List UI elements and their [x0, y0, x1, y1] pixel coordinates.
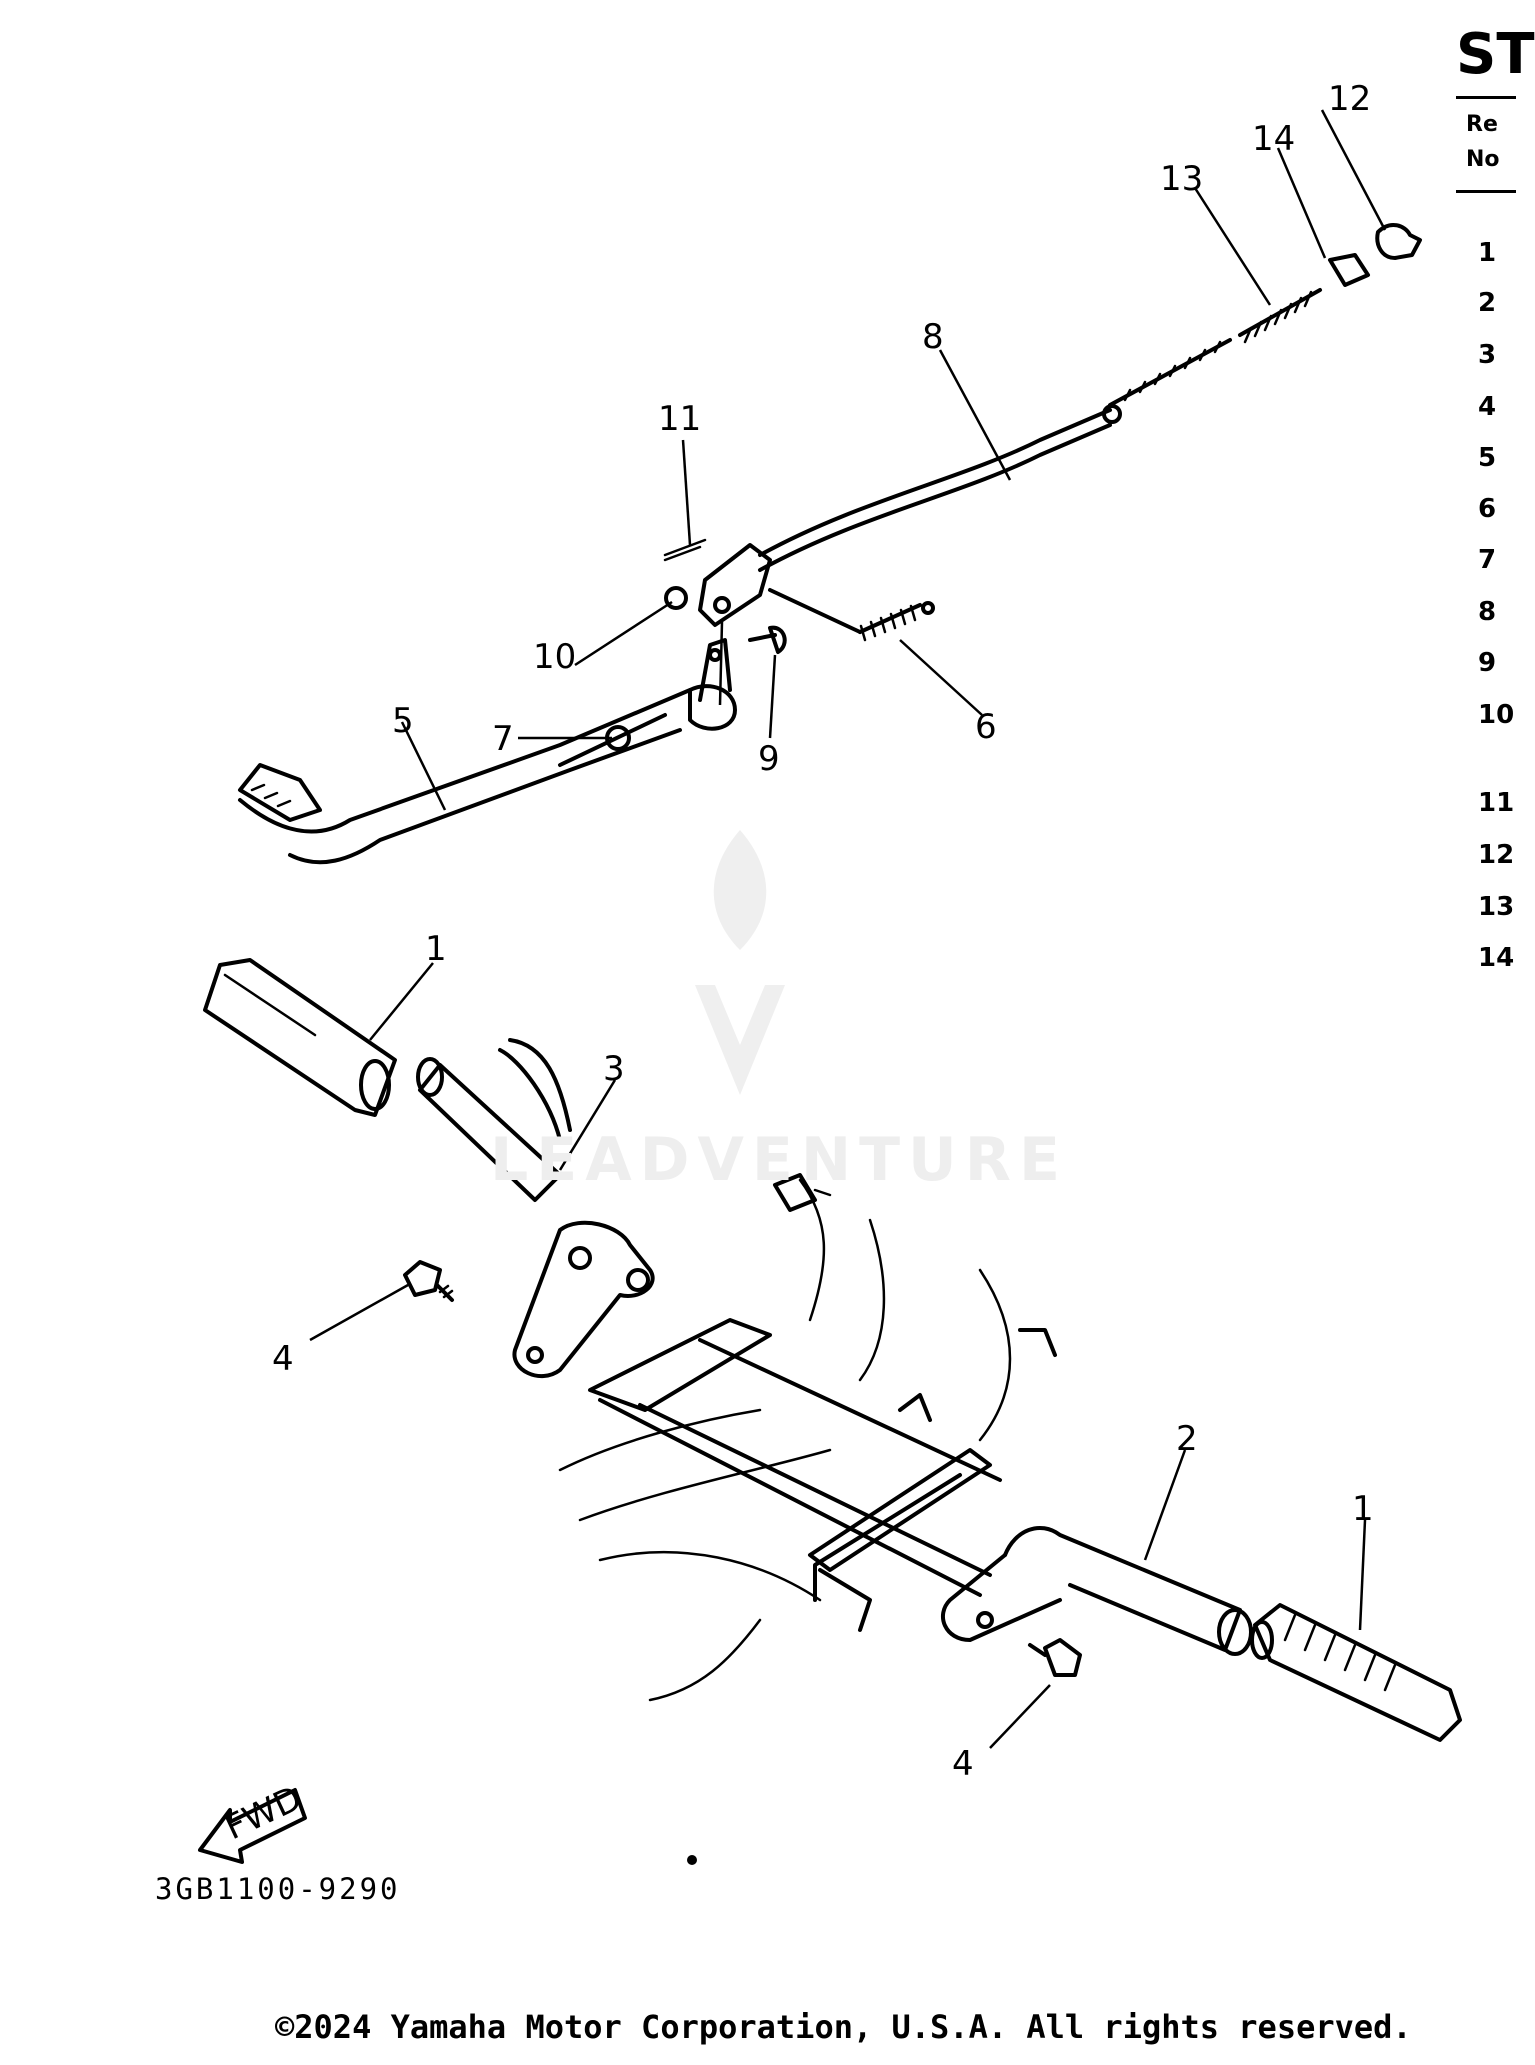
callout-4-upper: 4: [272, 1339, 294, 1379]
ref-no-13: 13: [1478, 892, 1515, 922]
bolt-4-upper: [403, 1260, 454, 1302]
ref-no-1: 1: [1478, 238, 1497, 268]
table-rule-bottom: [1456, 190, 1516, 193]
ref-no-2: 2: [1478, 288, 1497, 318]
leader-lines: [309, 109, 1387, 1749]
brake-pedal-5: [238, 638, 737, 865]
ref-no-9: 9: [1478, 648, 1497, 678]
ref-no-14: 14: [1478, 943, 1515, 973]
callout-11: 11: [658, 399, 701, 439]
callout-labels: 12 14 13 8 11 10 9 6 5 7 1 3 4 2 1 4: [272, 79, 1374, 1784]
callout-3: 3: [603, 1049, 625, 1089]
callout-5: 5: [392, 701, 414, 741]
callout-1-left: 1: [425, 929, 447, 969]
table-heading-line2: No: [1466, 147, 1500, 172]
watermark-logo: [695, 830, 785, 1095]
callout-1-right: 1: [1352, 1489, 1374, 1529]
fwd-arrow: FWD: [198, 1778, 308, 1864]
return-spring-6: [768, 588, 935, 642]
ref-no-4: 4: [1478, 392, 1497, 422]
ref-no-8: 8: [1478, 597, 1497, 627]
cotter-pin-11: [663, 538, 707, 562]
footrest-rubber-1-left: [203, 958, 397, 1117]
copyright-notice: ©2024 Yamaha Motor Corporation, U.S.A. A…: [275, 2008, 1412, 2046]
adjuster-nut-12: [1375, 223, 1422, 260]
footrest-bracket-2: [940, 1525, 1253, 1656]
callout-10: 10: [533, 637, 576, 677]
ref-no-10: 10: [1478, 700, 1515, 730]
callout-12: 12: [1328, 79, 1371, 119]
callout-13: 13: [1160, 159, 1203, 199]
exploded-parts-diagram: FWD 12 14 13 8 11 10 9 6 5 7 1 3 4: [198, 79, 1462, 1865]
dot-mark: [687, 1855, 697, 1865]
clevis-joint: [698, 543, 772, 627]
table-title-fragment: ST: [1456, 22, 1535, 87]
washer-10: [664, 586, 688, 610]
wire-connector: [773, 1173, 832, 1212]
callout-8: 8: [922, 317, 944, 357]
callout-6: 6: [975, 707, 997, 747]
ref-no-7: 7: [1478, 545, 1497, 575]
diagram-code: 3GB1100-9290: [155, 1872, 401, 1906]
callout-9: 9: [758, 739, 780, 779]
clevis-pin-9: [748, 625, 787, 654]
watermark-text: LEADVENTURE: [490, 1125, 1068, 1195]
ref-no-11: 11: [1478, 788, 1515, 818]
footrest-rubber-1-right: [1250, 1603, 1462, 1742]
frame-outline: [558, 1178, 1057, 1702]
brake-cable: [758, 338, 1232, 572]
ref-no-5: 5: [1478, 443, 1497, 473]
callout-2: 2: [1176, 1419, 1198, 1459]
callout-4-lower: 4: [952, 1744, 974, 1784]
spring-13: [1238, 288, 1322, 344]
table-heading-line1: Re: [1466, 112, 1498, 137]
ref-no-3: 3: [1478, 340, 1497, 370]
nut-14: [1328, 253, 1370, 287]
ref-no-6: 6: [1478, 494, 1497, 524]
callout-14: 14: [1252, 119, 1295, 159]
bolt-4-lower: [1028, 1638, 1082, 1677]
callout-7: 7: [492, 719, 514, 759]
footrest-bracket-3: [416, 1038, 655, 1378]
table-rule-top: [1456, 96, 1516, 99]
ref-no-12: 12: [1478, 840, 1515, 870]
